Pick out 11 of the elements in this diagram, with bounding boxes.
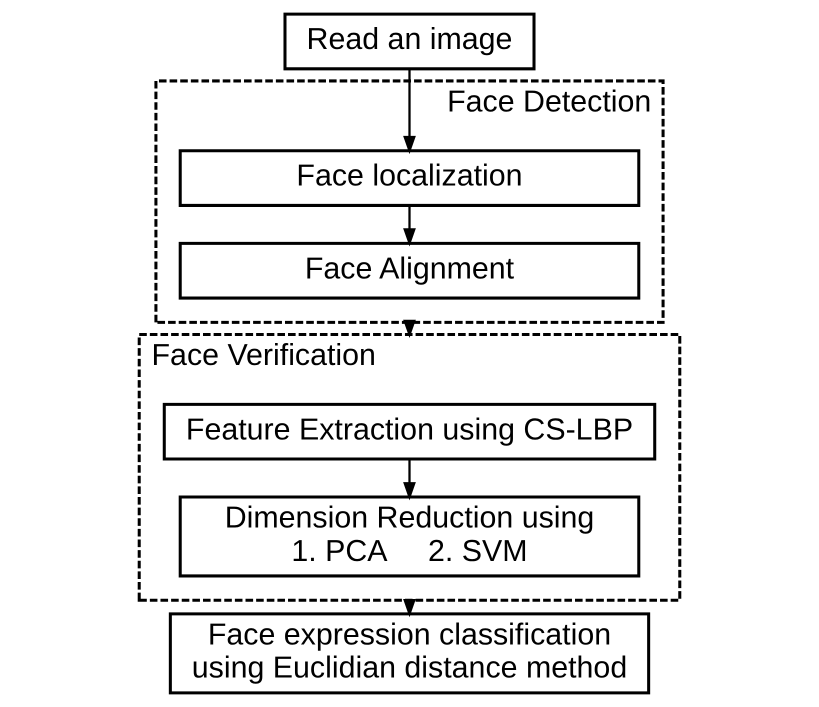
node-box: Face expression classification using Euclidian distance method bbox=[168, 612, 650, 694]
node-box: Dimension Reduction using 1. PCA 2. SVM bbox=[178, 495, 640, 578]
arrow bbox=[403, 459, 416, 500]
arrow bbox=[403, 69, 416, 154]
node-box: Feature Extraction using CS-LBP bbox=[162, 402, 656, 461]
arrow bbox=[403, 598, 416, 618]
node-box: Face localization bbox=[178, 149, 640, 207]
node-box: Read an image bbox=[283, 12, 536, 70]
node-box: Face Alignment bbox=[178, 242, 640, 300]
arrow bbox=[403, 206, 416, 247]
arrow bbox=[403, 320, 416, 338]
